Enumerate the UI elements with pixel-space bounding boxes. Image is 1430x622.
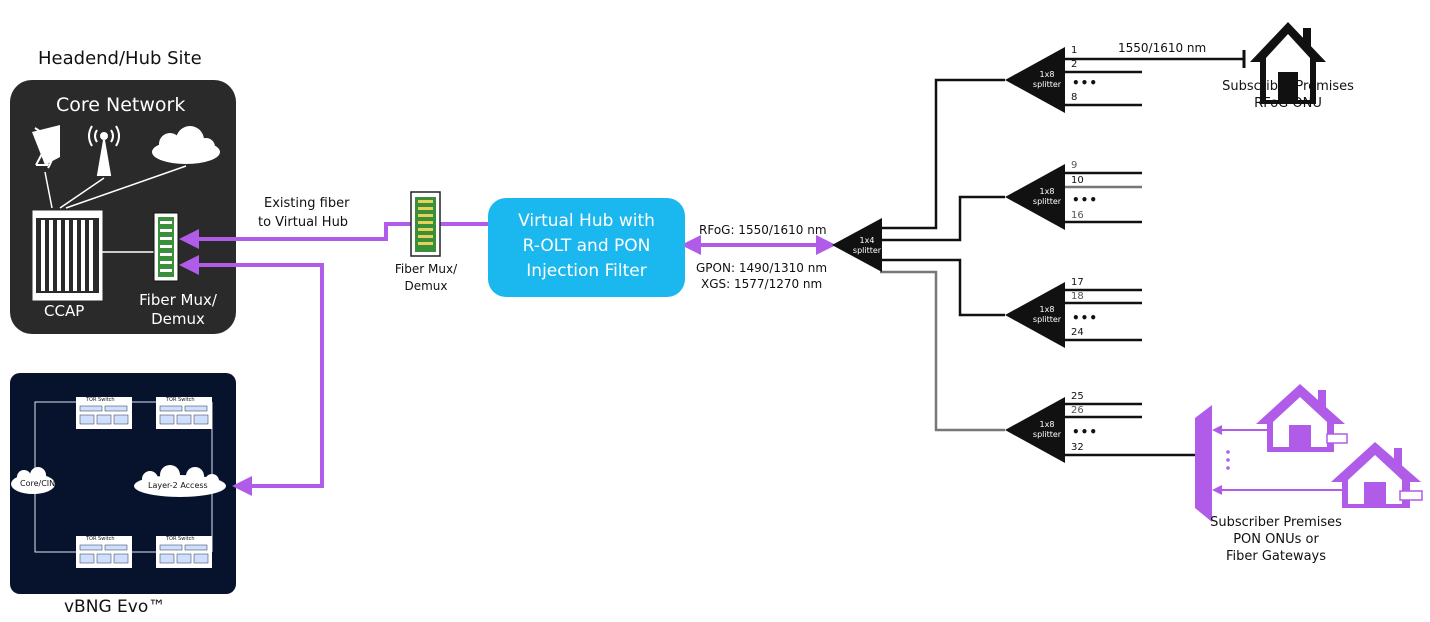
tor-switch-label-1: TOR Switch: [86, 397, 115, 403]
port-label: 32: [1071, 442, 1084, 453]
port-label: 16: [1071, 210, 1084, 221]
splitter-1x8-group1: [1005, 47, 1065, 113]
pon-distribution-icon: [1195, 405, 1212, 522]
pon-dots: [1226, 450, 1230, 470]
pon-house-icon-1: [1256, 384, 1348, 452]
headend-mux-label: Fiber Mux/Demux: [139, 291, 217, 328]
remote-fiber-mux-icon: [410, 191, 441, 257]
port-label: 25: [1071, 391, 1084, 402]
antenna-tower-icon: [88, 125, 120, 176]
fiber-link-headend-mux: [179, 222, 412, 249]
port-label: 26: [1071, 405, 1084, 416]
core-links: [44, 165, 187, 209]
tor-switch-label-3: TOR Switch: [86, 536, 115, 542]
splitter-1x8-group4: [1005, 397, 1065, 463]
ports-ellipsis: •••: [1072, 76, 1099, 90]
rfog-wavelength-label: RFoG: 1550/1610 nm: [699, 223, 827, 237]
port-label: 9: [1071, 160, 1078, 171]
port-label: 10: [1071, 175, 1084, 186]
vbng-label: vBNG Evo™: [64, 597, 166, 617]
headend-site-label: Headend/Hub Site: [38, 48, 202, 69]
tor-switch-label-2: TOR Switch: [166, 397, 195, 403]
port-label: 1: [1071, 45, 1078, 56]
headend-fiber-mux-icon: [153, 212, 179, 282]
ports-ellipsis: •••: [1072, 425, 1099, 439]
remote-mux-label: Fiber Mux/Demux: [394, 262, 458, 293]
ports-ellipsis: •••: [1072, 311, 1099, 325]
satellite-dish-icon: [32, 125, 60, 169]
port-label: 17: [1071, 277, 1084, 288]
port-label: 8: [1071, 92, 1078, 103]
cloud-icon: [152, 126, 220, 164]
ports-ellipsis: •••: [1072, 193, 1099, 207]
xgs-wavelength-label: XGS: 1577/1270 nm: [701, 277, 823, 291]
gpon-wavelength-label: GPON: 1490/1310 nm: [696, 261, 828, 275]
ccap-chassis-icon: [32, 210, 103, 301]
core-cin-label: Core/CIN: [20, 479, 56, 488]
rfog-house-icon: [1250, 22, 1326, 104]
virtual-hub-box: [488, 198, 685, 297]
core-network-label: Core Network: [56, 94, 186, 116]
ccap-label: CCAP: [44, 302, 85, 320]
fiber-link-vbng: [179, 255, 324, 496]
port-lines: [1065, 57, 1245, 457]
port-label: 24: [1071, 327, 1084, 338]
port-label: 2: [1071, 59, 1078, 70]
layer2-access-label: Layer-2 Access: [148, 481, 208, 490]
rfog-drop-wavelength: 1550/1610 nm: [1118, 41, 1207, 55]
splitter-1x8-group2: [1005, 164, 1065, 230]
pon-house-icon-2: [1331, 442, 1423, 508]
tor-switch-label-4: TOR Switch: [166, 536, 195, 542]
splitter-trunk-gray: [880, 270, 1005, 432]
splitter-trunks: [880, 78, 1005, 317]
port-label: 18: [1071, 291, 1084, 302]
splitter-1x4: [832, 218, 882, 272]
splitter-1x8-group3: [1005, 282, 1065, 348]
